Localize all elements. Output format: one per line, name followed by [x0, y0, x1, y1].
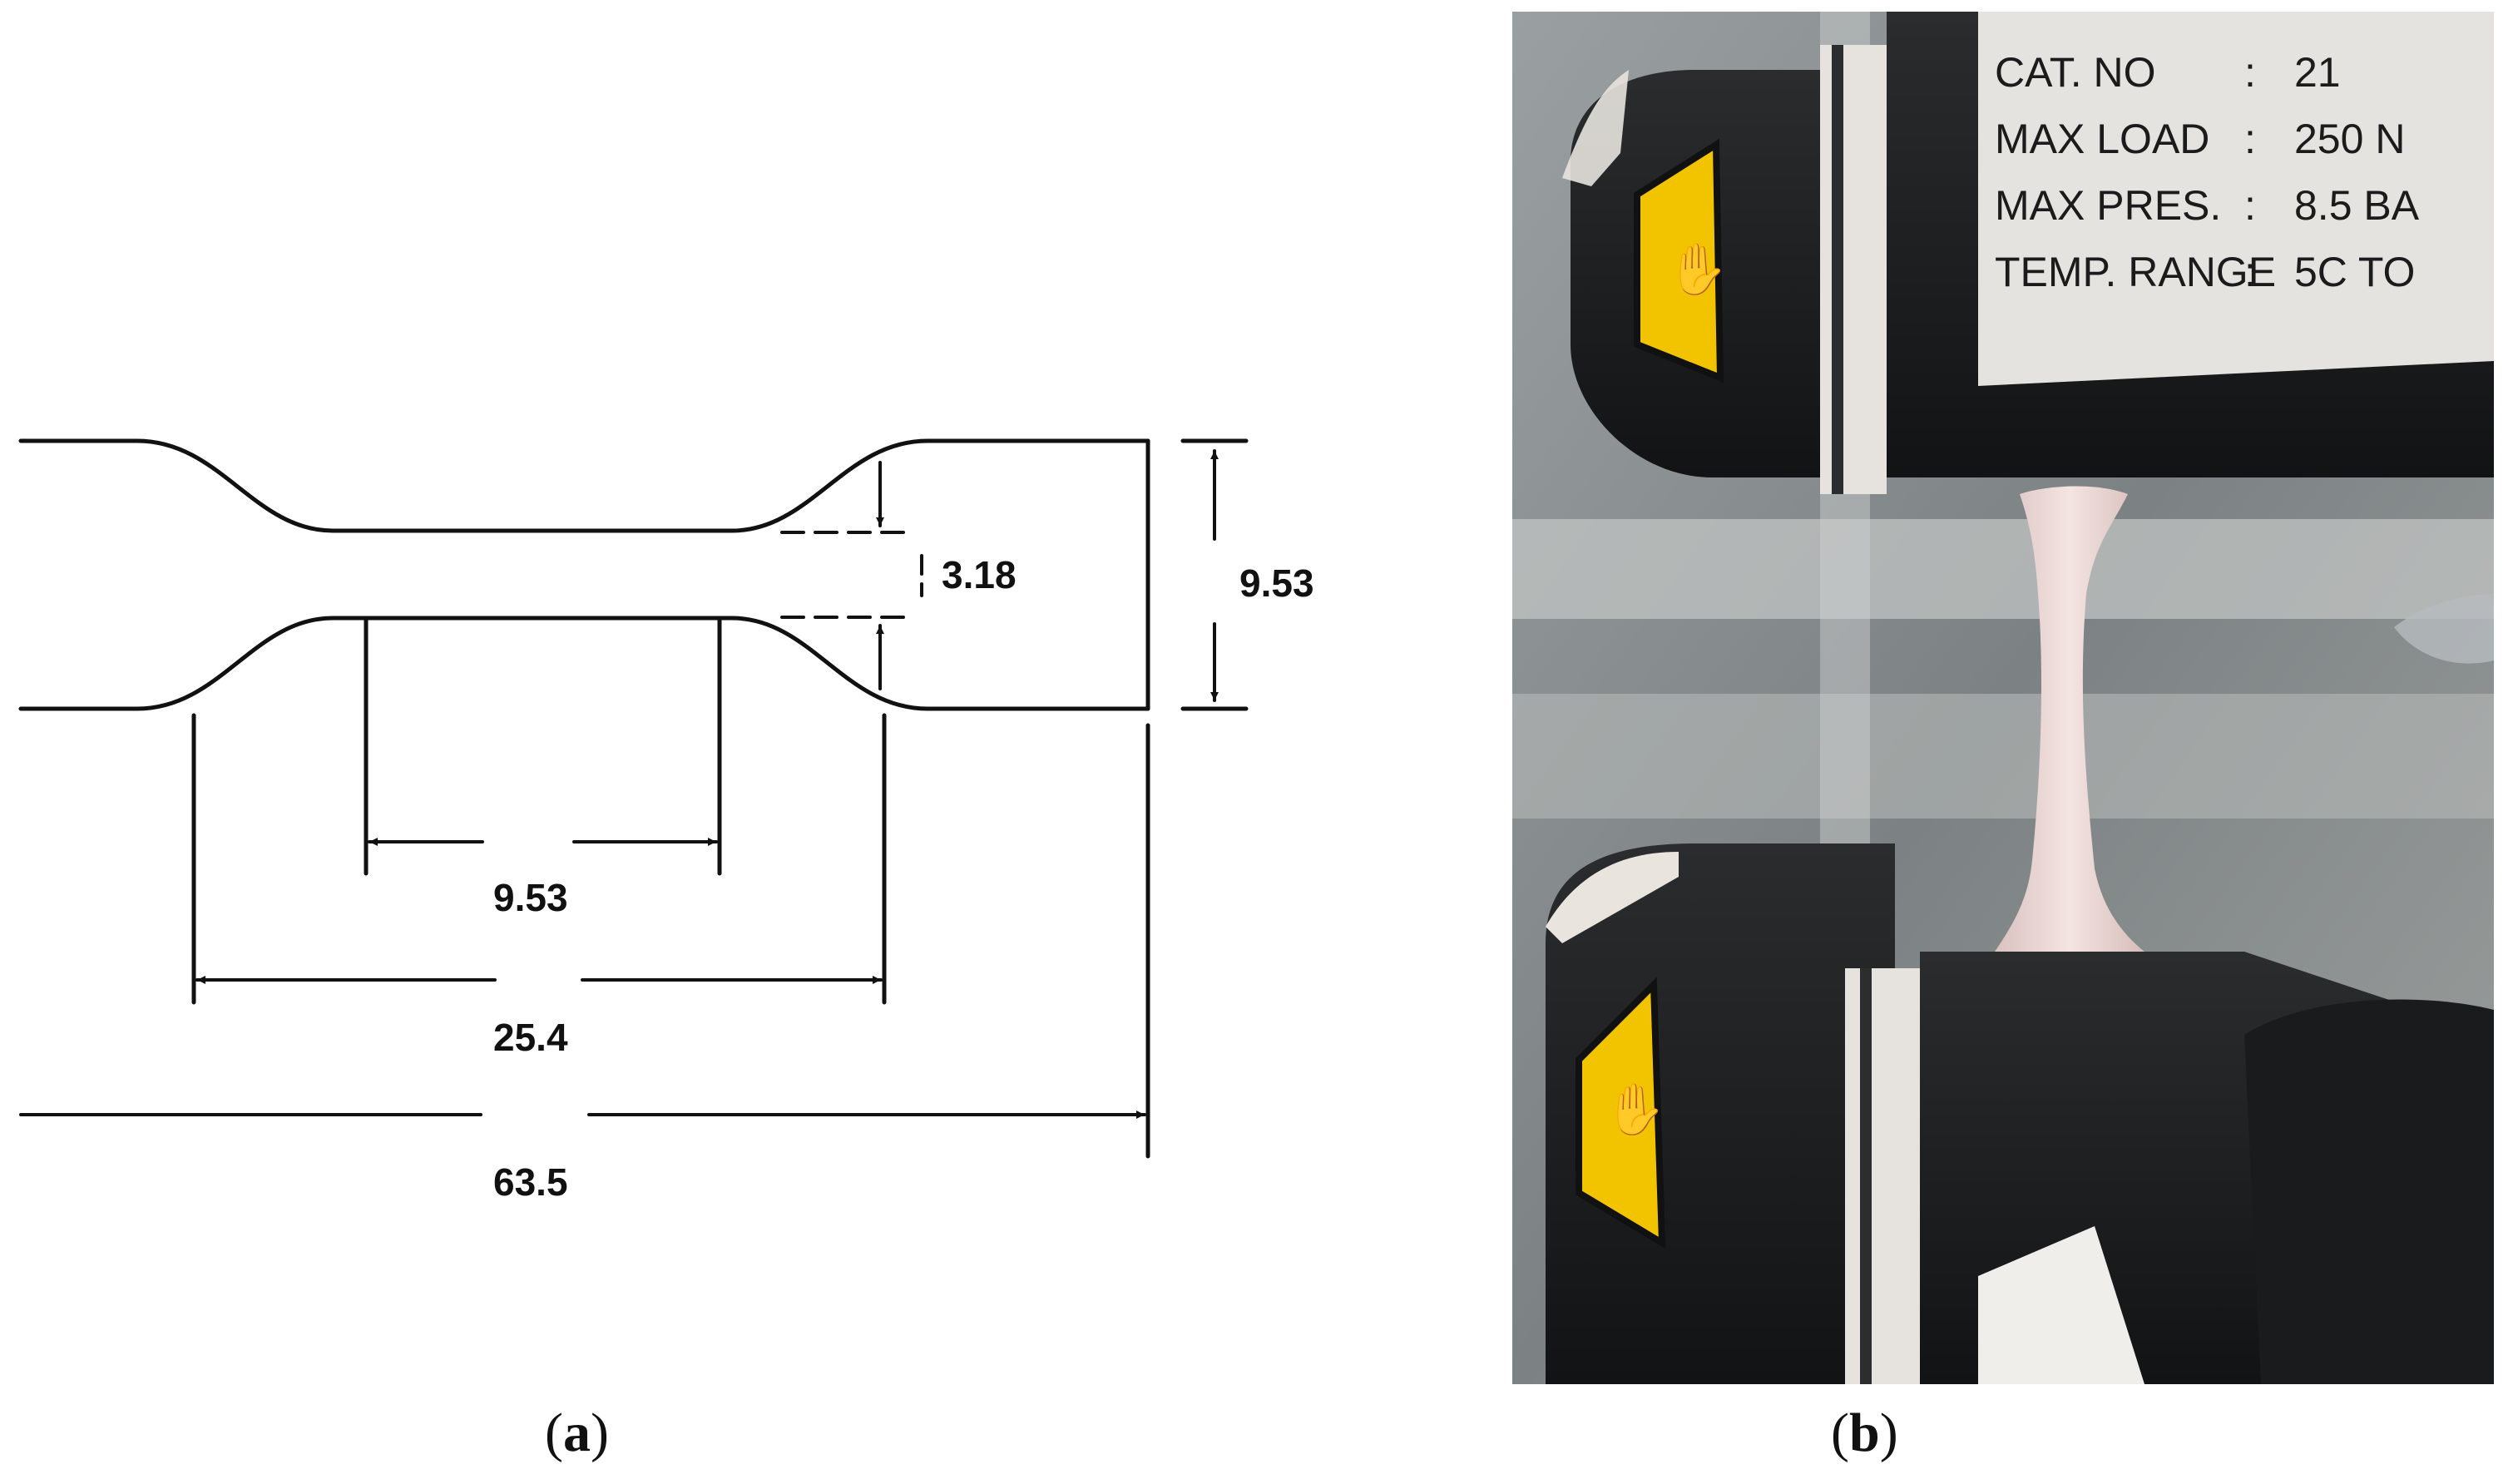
- svg-text:✋: ✋: [1666, 240, 1729, 299]
- tensile-test-photo: ✋ CAT. NO MAX LOAD MAX PRES. TEMP. RANGE…: [1512, 12, 2494, 1384]
- lower-grip: ✋: [1546, 843, 2494, 1384]
- svg-text::: :: [2244, 249, 2256, 295]
- svg-text:21: 21: [2294, 49, 2341, 96]
- bath-frame-band: [1512, 519, 2494, 619]
- specimen-drawing: [18, 438, 1249, 1159]
- photo-illustration: ✋ CAT. NO MAX LOAD MAX PRES. TEMP. RANGE…: [1512, 12, 2494, 1384]
- panel-a-label: (a): [545, 1402, 609, 1463]
- overall-width-label: 9.53: [1239, 561, 1314, 605]
- specimen-top-edge: [18, 438, 1150, 533]
- svg-text::: :: [2244, 182, 2256, 229]
- warning-sticker-lower: [1576, 977, 1666, 1249]
- panel-b-label: (b): [1831, 1402, 1898, 1463]
- bath-frame-band-2: [1512, 694, 2494, 819]
- svg-text:TEMP. RANGE: TEMP. RANGE: [1995, 249, 2276, 295]
- neck-width-label: 3.18: [942, 553, 1017, 596]
- svg-text:CAT. NO: CAT. NO: [1995, 49, 2156, 96]
- warning-sticker-upper: [1634, 138, 1724, 383]
- svg-text:250 N: 250 N: [2294, 116, 2405, 162]
- svg-text::: :: [2244, 49, 2256, 96]
- gauge-length-label: 9.53: [493, 876, 568, 919]
- specimen-drawing-panel: 3.18 9.53 9.53 25.4 63.5 (a): [18, 438, 1314, 1463]
- svg-text:8.5 BA: 8.5 BA: [2294, 182, 2420, 229]
- overall-length-label: 63.5: [493, 1160, 568, 1204]
- tensile-specimen: [1995, 486, 2144, 952]
- svg-text:✋: ✋: [1604, 1081, 1666, 1139]
- neck-length-label: 25.4: [493, 1016, 568, 1059]
- upper-grip: ✋ CAT. NO MAX LOAD MAX PRES. TEMP. RANGE…: [1562, 12, 2494, 664]
- svg-text::: :: [2244, 116, 2256, 162]
- svg-text:MAX LOAD: MAX LOAD: [1995, 116, 2209, 162]
- specimen-bottom-edge: [18, 616, 1150, 711]
- svg-text:5C TO: 5C TO: [2294, 249, 2415, 295]
- svg-text:MAX PRES.: MAX PRES.: [1995, 182, 2221, 229]
